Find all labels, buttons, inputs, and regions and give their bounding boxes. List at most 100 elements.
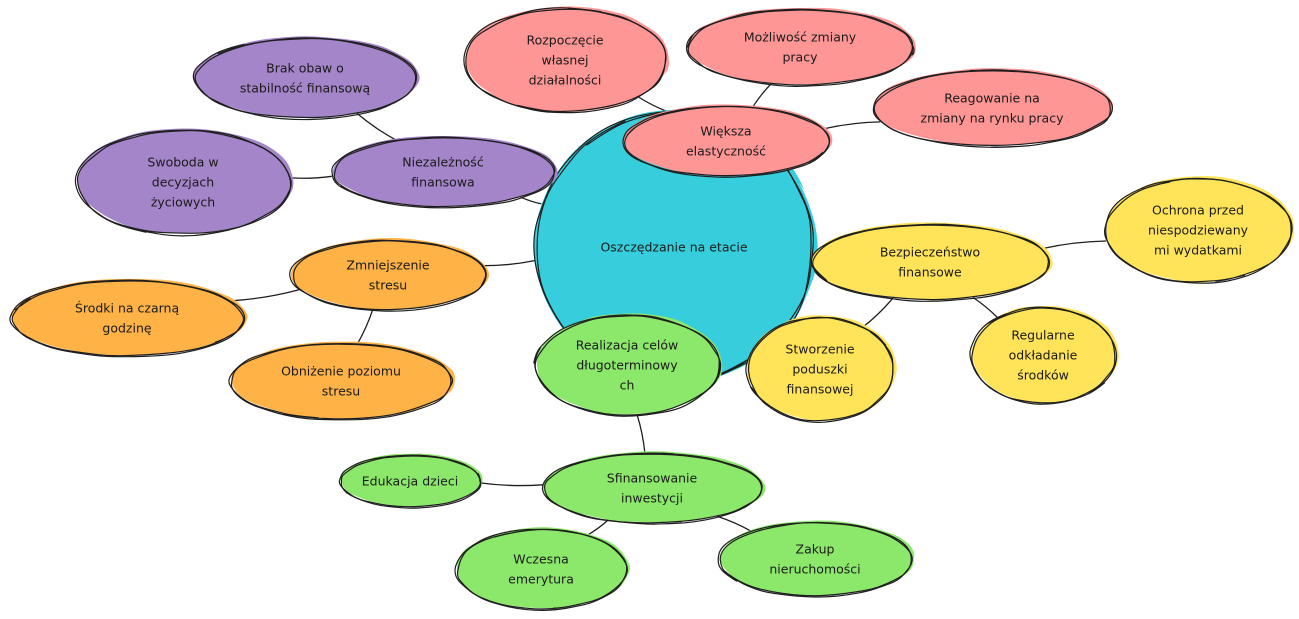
edge-stres-to-czarna-godzina (231, 289, 300, 302)
node-swoboda[interactable]: Swoboda w decyzjach życiowych (74, 128, 294, 237)
node-obnizenie[interactable]: Obniżenie poziomu stresu (228, 341, 456, 421)
edge-center-to-stres (482, 259, 535, 267)
node-brak-obaw[interactable]: Brak obaw o stabilność finansową (192, 36, 420, 121)
node-fill (77, 128, 294, 234)
node-outline-sketch (194, 37, 417, 121)
node-label-line: mi wydatkami (1154, 243, 1242, 258)
node-fill (872, 68, 1114, 146)
node-fill (231, 341, 456, 419)
node-outline-sketch (543, 453, 763, 525)
node-label-line: decyzjach (152, 175, 214, 190)
node-label-line: Swoboda w (147, 155, 218, 170)
node-outline-sketch (230, 343, 452, 421)
node-label-line: stresu (322, 384, 360, 399)
node-label-line: środków (1017, 368, 1069, 383)
node-label-line: Stworzenie (785, 342, 854, 357)
edge-bezpieczenstwo-to-ochrona (1042, 240, 1107, 250)
node-emerytura[interactable]: Wczesna emerytura (454, 527, 630, 611)
node-outline-sketch (971, 307, 1118, 405)
node-outline-sketch (333, 137, 555, 209)
node-label-line: Możliwość zmiany (744, 30, 857, 45)
node-fill (811, 222, 1053, 300)
node-reagowanie[interactable]: Reagowanie na zmiany na rynku pracy (872, 68, 1114, 148)
edge-inwestycje-to-emerytura (586, 519, 609, 536)
edge-cele-to-inwestycje (636, 414, 646, 454)
node-outline-sketch (534, 315, 722, 417)
node-label-line: Ochrona przed (1152, 203, 1244, 218)
node-fill (11, 278, 248, 356)
node-fill (746, 315, 897, 422)
edges-layer (231, 83, 1107, 536)
node-label-line: Edukacja dzieci (362, 474, 458, 489)
node-fill (333, 135, 558, 207)
node-fill (623, 104, 833, 176)
node-outline-sketch (76, 129, 292, 237)
node-label-line: ch (620, 378, 635, 393)
node-outline-sketch (11, 280, 245, 358)
edge-stres-to-obnizenie (357, 309, 374, 344)
node-label-line: Środki na czarną (75, 301, 180, 316)
node-label-line: Wczesna (513, 552, 569, 567)
node-outline-sketch (812, 224, 1051, 302)
edge-niezaleznosc-to-swoboda (290, 175, 332, 179)
node-outline-sketch (1105, 178, 1292, 284)
node-label-line: zmiany na rynku pracy (921, 111, 1065, 126)
node-outline (717, 521, 912, 597)
node-label-line: Brak obaw o (266, 61, 344, 76)
node-outline-sketch (719, 522, 913, 598)
node-outline (541, 452, 763, 524)
node-label-line: emerytura (508, 572, 574, 587)
node-fill (534, 109, 818, 384)
node-fill (193, 36, 420, 118)
node-edukacja[interactable]: Edukacja dzieci (338, 453, 483, 509)
node-label-line: finansowej (787, 382, 854, 397)
node-label-line: długoterminowy (576, 358, 678, 373)
node-label-line: odkładanie (1009, 348, 1078, 363)
node-label-line: życiowych (151, 195, 215, 210)
edge-inwestycje-to-edukacja (480, 482, 543, 487)
node-outline-sketch (465, 7, 667, 114)
node-label-line: Bezpieczeństwo (880, 245, 980, 260)
node-fill (971, 305, 1119, 403)
node-outline-sketch (624, 105, 831, 178)
node-label-line: Realizacja celów (576, 338, 679, 353)
node-outline (745, 316, 894, 422)
nodes-layer: Oszczędzanie na etacie Niezależnośćfinans… (9, 6, 1295, 611)
node-outline-sketch (456, 528, 628, 611)
edge-elastycznosc-to-dzialalnosc (637, 95, 669, 113)
node-outline-sketch (747, 316, 894, 424)
node-label-line: stabilność finansową (240, 81, 371, 96)
node-label-line: Zmniejszenie (346, 258, 429, 273)
node-outline-sketch (687, 9, 915, 88)
node-label-line: własnej (541, 53, 588, 68)
edge-bezpieczenstwo-to-regularne (972, 296, 998, 318)
node-outline-sketch (873, 70, 1111, 148)
node-czarna-godzina[interactable]: Środki na czarną godzinę (9, 278, 248, 358)
node-outline (9, 279, 246, 357)
node-outline-sketch (340, 455, 482, 509)
edge-elastycznosc-to-reagowanie (823, 121, 881, 130)
node-label-line: Większa (700, 124, 751, 139)
node-cele[interactable]: Realizacja celów długoterminowy ch (533, 313, 723, 417)
node-label-line: godzinę (102, 321, 151, 336)
edge-niezaleznosc-to-brak-obaw (356, 112, 397, 141)
node-outline (289, 239, 487, 311)
edge-elastycznosc-to-zmiana-pracy (752, 83, 772, 108)
node-fill (720, 520, 915, 596)
node-label-line: Reagowanie na (944, 91, 1040, 106)
node-label-line: Oszczędzanie na etacie (600, 240, 747, 255)
node-label-line: Rozpoczęcie (526, 33, 603, 48)
node-fill (687, 7, 916, 85)
node-label-line: Obniżenie poziomu (281, 364, 401, 379)
